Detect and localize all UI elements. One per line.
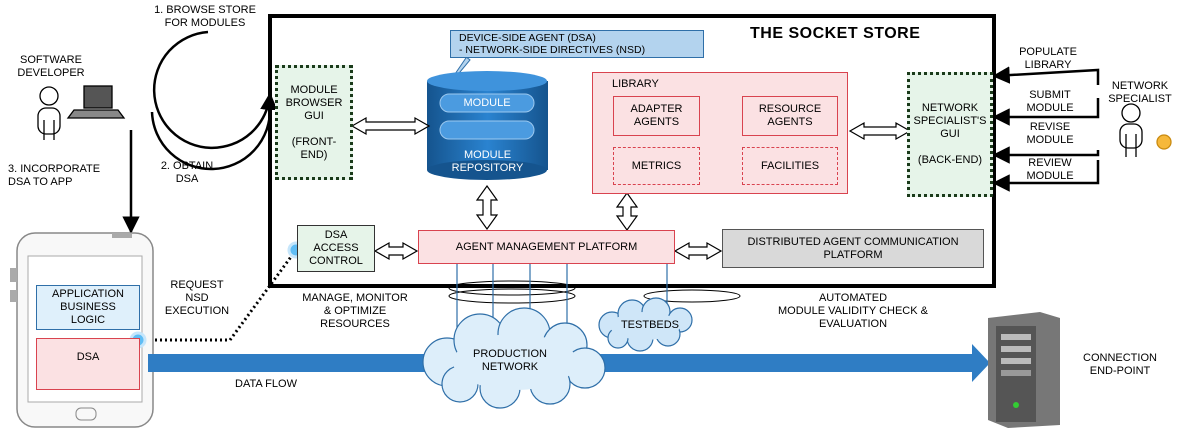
store-title: THE SOCKET STORE	[750, 25, 921, 42]
phone-dsa-box: DSA	[36, 338, 140, 390]
populate-library-label: POPULATE LIBRARY	[1019, 46, 1077, 71]
automated-label: AUTOMATED MODULE VALIDITY CHECK & EVALUA…	[778, 292, 928, 330]
dsa-nsd-callout: DEVICE-SIDE AGENT (DSA) - NETWORK-SIDE D…	[450, 30, 704, 58]
incorporate-step-label: 3. INCORPORATE DSA TO APP	[8, 163, 101, 188]
endpoint-label: CONNECTION END-POINT	[1083, 352, 1157, 377]
production-cloud	[422, 307, 606, 409]
adapter-agents-box[interactable]: ADAPTER AGENTS	[613, 96, 700, 136]
server-icon	[988, 312, 1060, 428]
testbeds-label: TESTBEDS	[620, 319, 680, 331]
smartphone	[10, 232, 154, 428]
manage-rings	[448, 280, 741, 304]
dsa-access-control[interactable]: DSA ACCESS CONTROL	[297, 225, 375, 272]
specialist-label: NETWORK SPECIALIST	[1108, 80, 1172, 105]
revise-module-label: REVISE MODULE	[1026, 121, 1074, 146]
request-dotted-line	[140, 249, 298, 342]
metrics-box[interactable]: METRICS	[613, 147, 700, 185]
data-flow-label: DATA FLOW	[235, 378, 297, 390]
application-business-logic: APPLICATION BUSINESS LOGIC	[36, 285, 140, 330]
submit-module-label: SUBMIT MODULE	[1026, 89, 1074, 114]
library-title: LIBRARY	[612, 78, 659, 90]
manage-label: MANAGE, MONITOR & OPTIMIZE RESOURCES	[302, 292, 408, 330]
resource-agents-box[interactable]: RESOURCE AGENTS	[742, 96, 838, 136]
specialist-gui[interactable]: NETWORK SPECIALIST'S GUI (BACK-END)	[907, 72, 993, 197]
request-nsd-label: REQUEST NSD EXECUTION	[164, 279, 230, 317]
testbeds-cloud	[598, 297, 693, 352]
production-network-label: PRODUCTION NETWORK	[473, 348, 547, 373]
facilities-box[interactable]: FACILITIES	[742, 147, 838, 185]
module-chip[interactable]: MODULE	[463, 97, 511, 109]
distributed-agent-communication-platform[interactable]: DISTRIBUTED AGENT COMMUNICATION PLATFORM	[722, 229, 984, 268]
developer-icon	[37, 85, 126, 140]
module-browser-gui[interactable]: MODULE BROWSER GUI (FRONT- END)	[275, 65, 353, 180]
repository-label: MODULE REPOSITORY	[451, 149, 524, 174]
specialist-action-arrows	[992, 66, 1100, 192]
browse-step-label: 1. BROWSE STORE FOR MODULES	[154, 4, 256, 29]
review-module-label: REVIEW MODULE	[1026, 157, 1074, 182]
agent-management-platform[interactable]: AGENT MANAGEMENT PLATFORM	[418, 230, 675, 264]
developer-label: SOFTWARE DEVELOPER	[17, 54, 85, 79]
obtain-step-label: 2. OBTAIN DSA	[160, 160, 214, 185]
module-repository-cylinder	[427, 71, 548, 180]
specialist-icon	[1119, 103, 1172, 157]
browse-cycle-arrow	[150, 30, 278, 171]
